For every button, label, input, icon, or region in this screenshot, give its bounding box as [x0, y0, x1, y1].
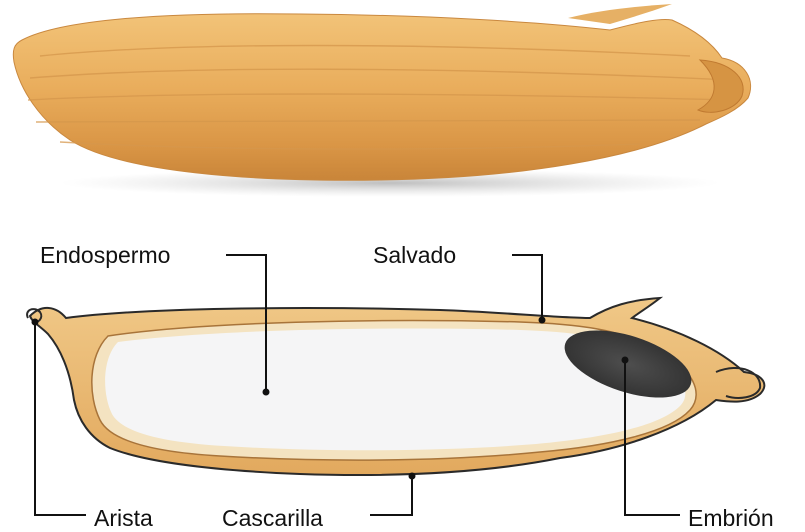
grain-body	[13, 14, 750, 181]
bran-dot	[540, 318, 545, 323]
bran-leader	[512, 255, 542, 320]
label-bran: Salvado	[373, 242, 456, 268]
awn-dot	[33, 320, 38, 325]
whole-rice-grain	[13, 4, 750, 197]
label-endosperm: Endospermo	[40, 242, 170, 268]
husk-leader	[370, 476, 412, 515]
grain-cross-section	[27, 298, 764, 475]
label-awn: Arista	[94, 505, 153, 531]
endosperm-dot	[264, 390, 269, 395]
embryo-dot	[623, 358, 628, 363]
label-husk: Cascarilla	[222, 505, 323, 531]
husk-dot	[410, 474, 415, 479]
label-embryo: Embrión	[688, 505, 774, 531]
